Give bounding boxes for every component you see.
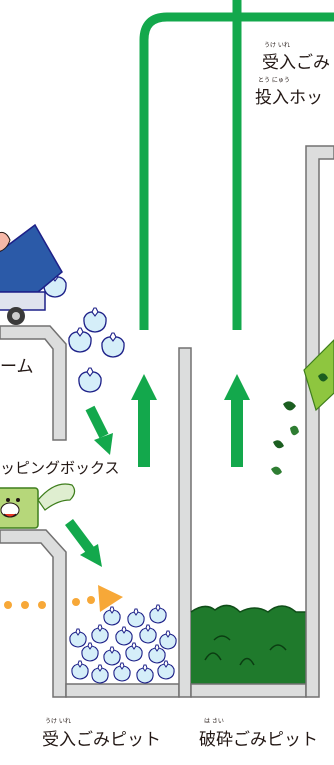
shredded-waste-pieces	[271, 401, 299, 475]
pit-divider-wall	[178, 347, 192, 698]
receive-hopper-label: 受入ごみ	[262, 53, 330, 73]
drop-arrow-lower	[65, 519, 102, 567]
crush-pit	[190, 604, 307, 698]
exhaust-duct	[139, 0, 334, 330]
receive-pit	[65, 683, 180, 698]
transfer-dotted-arrow	[4, 585, 123, 612]
dumping-box-label: ッピングボックス	[0, 459, 120, 477]
receive-hopper-ruby: うけ いれ	[264, 42, 290, 49]
platform-label: ーム	[0, 357, 34, 377]
platform-wall	[0, 325, 67, 441]
drop-arrow-upper	[85, 405, 113, 455]
input-hopper-ruby: とう にゅう	[258, 77, 290, 84]
input-hopper-label: 投入ホッ	[255, 88, 323, 108]
waste-bag-pile	[69, 604, 177, 684]
airflow-up-arrow-left	[131, 374, 157, 467]
hopper-wall-right	[305, 145, 334, 698]
receive-pit-ruby: うけ いれ	[45, 718, 71, 725]
dumping-box-wall	[0, 529, 67, 698]
receive-pit-label: 受入ごみピット	[42, 730, 161, 750]
crush-pit-ruby: は さい	[204, 718, 224, 725]
airflow-up-arrow-right	[224, 374, 250, 467]
garbage-truck	[0, 223, 63, 325]
dumping-box-character	[0, 483, 76, 529]
crusher-chute	[303, 339, 334, 412]
crush-pit-label: 破砕ごみピット	[199, 730, 318, 750]
